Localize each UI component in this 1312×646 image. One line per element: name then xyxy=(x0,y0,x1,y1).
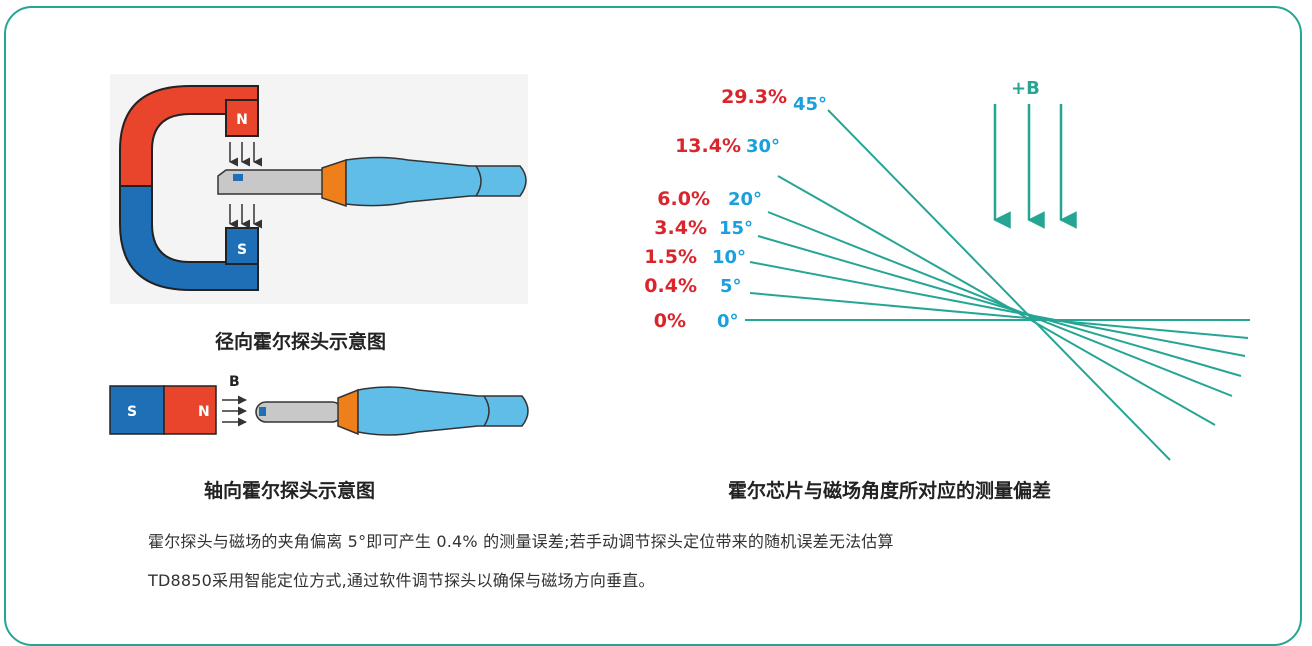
deviation-label: 0.4% xyxy=(644,275,697,297)
axial-probe-collar xyxy=(337,388,359,436)
deviation-label: 0% xyxy=(654,310,686,332)
radial-south-label: S xyxy=(237,242,247,258)
axial-north-label: N xyxy=(198,404,210,420)
axial-probe-illustration: S N B xyxy=(109,374,529,436)
magnet-north-pole xyxy=(225,99,259,137)
angle-label: 5° xyxy=(720,276,742,297)
radial-probe-handle xyxy=(345,156,527,207)
axial-probe-handle xyxy=(357,386,529,436)
angle-ray xyxy=(749,261,1246,357)
axial-magnet-south xyxy=(109,385,165,435)
magnet-south-pole xyxy=(225,227,259,265)
angle-ray xyxy=(827,109,1171,461)
angle-label: 30° xyxy=(746,136,780,157)
axial-magnet-north xyxy=(163,385,217,435)
deviation-label: 1.5% xyxy=(644,246,697,268)
angle-label: 45° xyxy=(793,94,827,115)
radial-probe-rod xyxy=(217,169,331,195)
angle-label: 15° xyxy=(719,218,753,239)
field-label: +B xyxy=(1011,78,1040,99)
angle-ray xyxy=(767,211,1233,397)
axial-probe-rod xyxy=(255,401,343,423)
radial-field-arrows xyxy=(229,142,263,229)
angle-ray xyxy=(777,175,1216,426)
description-line-1: 霍尔探头与磁场的夹角偏离 5°即可产生 0.4% 的测量误差;若手动调节探头定位… xyxy=(148,532,894,551)
axial-field-arrows xyxy=(222,395,247,427)
radial-probe-collar xyxy=(321,158,347,208)
angle-label: 20° xyxy=(728,189,762,210)
angle-label: 10° xyxy=(712,247,746,268)
deviation-chart-caption: 霍尔芯片与磁场角度所对应的测量偏差 xyxy=(728,480,1052,502)
angle-labels: 29.3% 45° 13.4%30° 6.0% 20° 3.4% 15° 1.5% 10° 0.4… xyxy=(644,86,827,332)
angle-label: 0° xyxy=(717,311,739,332)
angle-ray xyxy=(749,292,1249,339)
deviation-label: 6.0% xyxy=(657,188,710,210)
axial-south-label: S xyxy=(127,404,137,420)
angle-ray xyxy=(757,235,1242,377)
axial-field-label: B xyxy=(229,374,240,390)
axial-probe-caption: 轴向霍尔探头示意图 xyxy=(204,480,376,502)
axial-hall-chip xyxy=(259,407,266,416)
field-arrows xyxy=(993,104,1077,229)
radial-probe-caption: 径向霍尔探头示意图 xyxy=(215,331,387,353)
hall-sensor-chip xyxy=(233,174,243,181)
angle-rays xyxy=(745,109,1250,461)
deviation-label: 29.3% xyxy=(721,86,787,108)
description-line-2: TD8850采用智能定位方式,通过软件调节探头以确保与磁场方向垂直。 xyxy=(148,571,655,590)
deviation-label: 13.4% xyxy=(675,135,741,157)
magnet-south-arm xyxy=(119,185,259,291)
deviation-label: 3.4% xyxy=(654,217,707,239)
radial-probe-illustration: N S xyxy=(110,74,528,304)
angle-deviation-diagram: +B 29.3% 45° 13.4%30° 6.0% 20° 3.4% 15° 1.5% 10°… xyxy=(644,78,1250,461)
radial-north-label: N xyxy=(236,112,248,128)
diagram-canvas: N S S N B xyxy=(109,74,1250,461)
